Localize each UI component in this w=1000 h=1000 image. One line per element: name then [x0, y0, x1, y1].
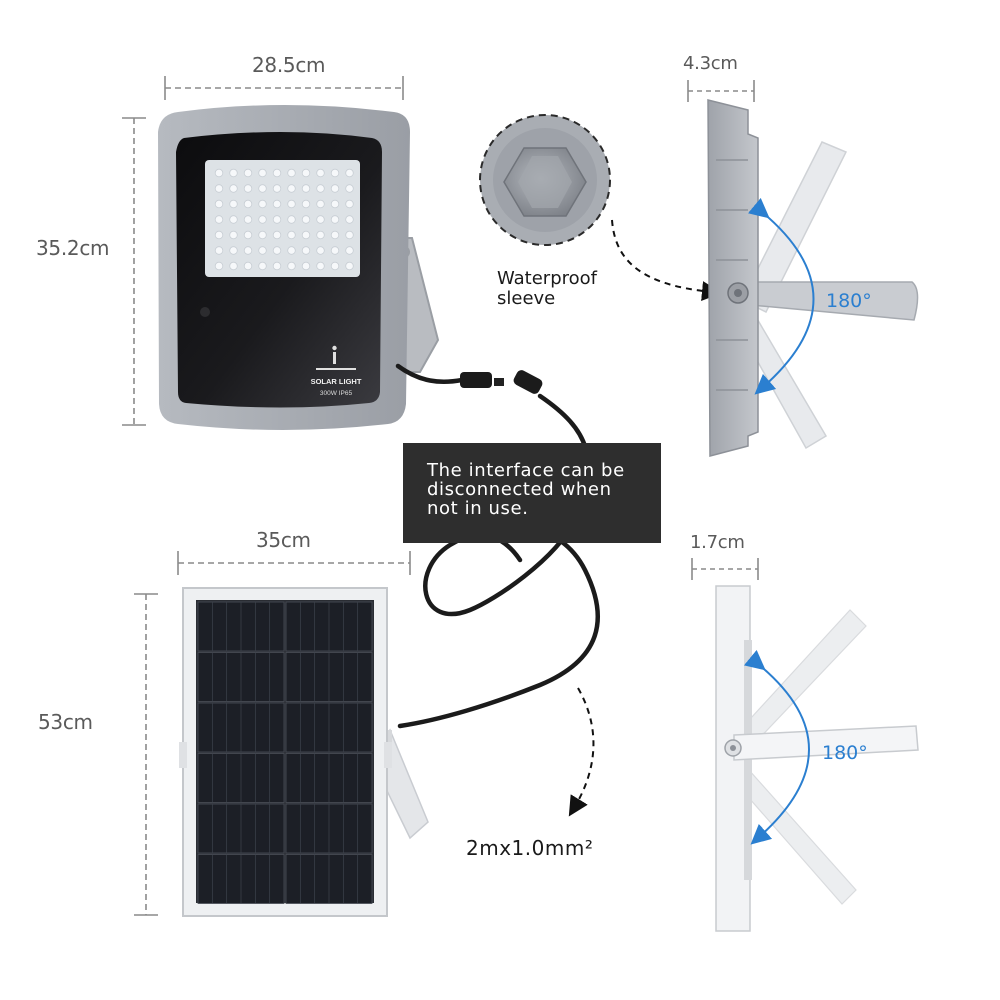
led-dot	[330, 199, 340, 209]
led-dot	[330, 184, 340, 193]
floodlight-front: SOLAR LIGHT 300W IP65	[158, 105, 440, 430]
led-dot	[258, 230, 267, 240]
led-dot	[229, 215, 238, 224]
dimension-lines	[122, 76, 759, 916]
led-dot	[345, 184, 354, 193]
led-dot	[316, 246, 325, 255]
led-dot	[229, 230, 238, 240]
led-dot	[330, 215, 340, 224]
led-dot	[272, 246, 282, 255]
led-dot	[243, 230, 253, 240]
led-dot	[214, 199, 224, 209]
waterproof-zoom	[479, 114, 722, 301]
led-dot	[287, 246, 296, 255]
led-dot	[330, 261, 340, 271]
led-dot	[287, 184, 296, 193]
led-dot	[301, 261, 311, 271]
led-dot	[243, 246, 253, 255]
cable-spec-label: 2mx1.0mm²	[466, 836, 594, 860]
panel-height-label: 53cm	[38, 710, 93, 734]
led-dot	[258, 246, 267, 255]
led-dot	[345, 215, 354, 224]
led-dot	[345, 261, 354, 271]
led-dot	[330, 230, 340, 240]
led-dot	[316, 168, 325, 178]
light-rating-text: 300W IP65	[320, 390, 353, 397]
led-dot	[345, 230, 354, 240]
led-dot	[214, 246, 224, 255]
led-dot	[272, 199, 282, 209]
led-dot	[214, 215, 224, 224]
led-dot	[316, 215, 325, 224]
led-dot	[272, 261, 282, 271]
panel-angle-label: 180°	[822, 742, 868, 764]
interface-note: The interface can be disconnected when n…	[403, 443, 661, 543]
led-dot	[316, 199, 325, 209]
floodlight-side	[707, 99, 919, 457]
led-dot	[258, 215, 267, 224]
led-dot	[258, 261, 267, 271]
led-dot	[301, 184, 311, 193]
led-dot	[316, 261, 325, 271]
led-dot	[301, 246, 311, 255]
light-height-label: 35.2cm	[36, 236, 110, 260]
led-dot	[243, 215, 253, 224]
led-dot	[229, 261, 238, 271]
led-dot	[287, 261, 296, 271]
led-dot	[272, 230, 282, 240]
led-dot	[243, 199, 253, 209]
led-dot	[243, 168, 253, 178]
cable	[395, 363, 600, 729]
led-dot	[229, 246, 238, 255]
light-width-label: 28.5cm	[252, 53, 326, 77]
led-dot	[287, 215, 296, 224]
led-dot	[272, 184, 282, 193]
led-dot	[287, 168, 296, 178]
led-dot	[214, 261, 224, 271]
led-dot	[258, 184, 267, 193]
solar-panel-side	[715, 585, 919, 932]
light-angle-label: 180°	[826, 290, 872, 312]
led-dot	[316, 230, 325, 240]
led-dot	[330, 246, 340, 255]
light-depth-label: 4.3cm	[683, 53, 738, 74]
led-dot	[258, 199, 267, 209]
led-dot	[316, 184, 325, 193]
led-dot	[229, 199, 238, 209]
led-dot	[301, 199, 311, 209]
waterproof-sleeve-label: Waterproof sleeve	[497, 268, 598, 309]
led-dot	[345, 199, 354, 209]
led-dot	[229, 168, 238, 178]
led-dot	[330, 168, 340, 178]
led-dot	[345, 168, 354, 178]
led-dot	[243, 261, 253, 271]
led-grid	[214, 168, 354, 271]
panel-depth-label: 1.7cm	[690, 532, 745, 553]
panel-width-label: 35cm	[256, 528, 311, 552]
panel-cells	[197, 601, 373, 904]
led-dot	[272, 215, 282, 224]
led-dot	[287, 230, 296, 240]
led-dot	[301, 168, 311, 178]
led-dot	[258, 168, 267, 178]
led-dot	[272, 168, 282, 178]
led-dot	[301, 215, 311, 224]
led-dot	[214, 168, 224, 178]
led-dot	[345, 246, 354, 255]
led-dot	[214, 184, 224, 193]
led-dot	[287, 199, 296, 209]
light-brand-text: SOLAR LIGHT	[311, 377, 362, 386]
led-dot	[243, 184, 253, 193]
led-dot	[214, 230, 224, 240]
brand-logo	[316, 345, 356, 370]
led-dot	[301, 230, 311, 240]
solar-panel-front	[179, 587, 429, 917]
led-dot	[229, 184, 238, 193]
